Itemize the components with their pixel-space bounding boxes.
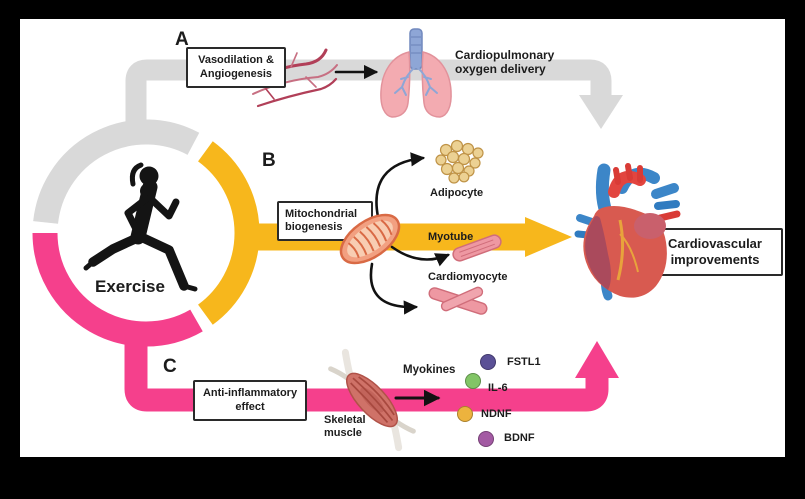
adipocyte-label: Adipocyte	[430, 187, 484, 199]
myotube-label: Myotube	[428, 231, 474, 243]
il6-dot-icon	[465, 373, 481, 389]
ndnf-label: NDNF	[481, 408, 512, 420]
fstl1-dot-icon	[480, 354, 496, 370]
lungs-icon	[380, 28, 452, 118]
ndnf-dot-icon	[457, 406, 473, 422]
cardiomyocyte-label: Cardiomyocyte	[428, 271, 508, 283]
small-arrows	[334, 64, 450, 407]
anti-inflammatory-effect-box: Anti-inflammatory effect	[193, 380, 307, 421]
fstl1-label: FSTL1	[507, 356, 541, 368]
exercise-ring	[32, 119, 260, 347]
bdnf-label: BDNF	[504, 432, 535, 444]
il6-label: IL-6	[488, 382, 508, 394]
myotube-icon	[452, 234, 502, 262]
curved-arrow-down-icon	[369, 262, 419, 315]
mitochondrion-icon	[339, 213, 401, 265]
skeletal-muscle-label: Skeletal muscle	[324, 414, 366, 439]
ring-gray-segment	[33, 119, 200, 225]
runner-icon	[83, 162, 198, 292]
curved-arrow-mid-icon	[390, 245, 450, 267]
vasodilation-angiogenesis-box: Vasodilation & Angiogenesis	[186, 47, 286, 88]
skeletal-muscle-icon	[328, 348, 416, 452]
ring-yellow-segment	[197, 141, 260, 325]
myokines-label: Myokines	[403, 364, 456, 376]
cardiovascular-improvements-box: Cardiovascular improvements	[647, 228, 783, 276]
cardiomyocyte-icon	[428, 286, 488, 315]
section-letter-c: C	[163, 356, 177, 377]
section-letter-b: B	[262, 150, 276, 171]
heart-icon	[574, 163, 681, 301]
section-letter-a: A	[175, 29, 189, 50]
curved-arrow-up-icon	[375, 152, 426, 219]
exercise-label: Exercise	[95, 277, 165, 296]
ring-pink-segment	[32, 232, 203, 347]
adipocyte-icon	[435, 139, 484, 184]
cardiopulmonary-delivery-label: Cardiopulmonary oxygen delivery	[455, 48, 555, 77]
bdnf-dot-icon	[478, 431, 494, 447]
diagram-canvas: A B C Vasodilation & Angiogenesis Mitoch…	[20, 19, 785, 457]
